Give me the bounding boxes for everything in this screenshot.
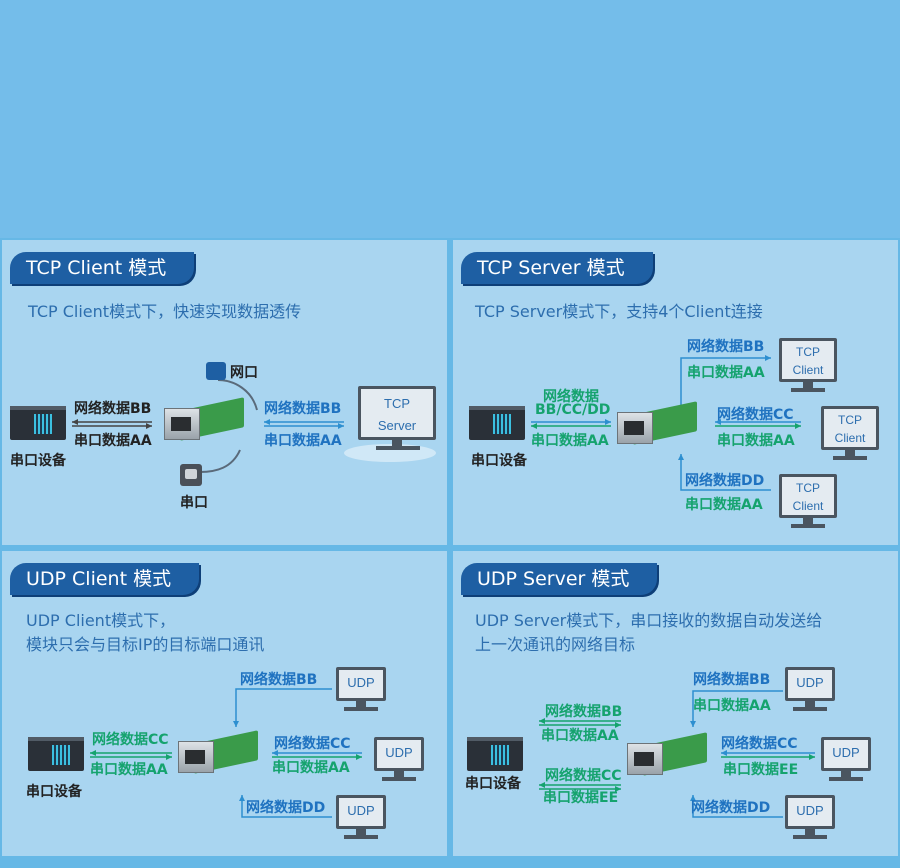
client2-serial-label: 串口数据AA <box>717 433 795 449</box>
panel-title: TCP Client 模式 <box>10 252 195 284</box>
left-serial-label-2: 串口数据EE <box>543 790 619 806</box>
net-data-label: 网络数据BB <box>74 401 152 417</box>
udp-monitor-3-icon: UDP <box>785 795 843 853</box>
udp-monitor-1-icon: UDP <box>785 667 843 725</box>
client-label-2: Client <box>834 431 866 445</box>
serial-device-label: 串口设备 <box>471 453 527 469</box>
left-net-label-2: BB/CC/DD <box>535 402 611 418</box>
panel-description-line1: UDP Client模式下， <box>26 611 176 630</box>
udp-label: UDP <box>385 745 413 760</box>
udp-monitor-3-icon: UDP <box>336 795 394 853</box>
client-label-2: Client <box>792 499 824 513</box>
left-net-label-1: 网络数据BB <box>545 704 623 720</box>
mid-net-label: 网络数据CC <box>721 736 798 752</box>
network-port-icon <box>206 362 226 380</box>
left-net-label-1: 网络数据 <box>543 389 599 405</box>
client3-net-label: 网络数据DD <box>685 473 765 489</box>
arrows-layer <box>90 688 362 818</box>
panel-title: TCP Server 模式 <box>461 252 653 284</box>
serial-device-icon <box>469 406 525 440</box>
udp-label: UDP <box>796 675 824 690</box>
left-net-label: 网络数据CC <box>92 732 169 748</box>
tcp-server-monitor-icon: TCP Server <box>358 386 438 456</box>
header-banner <box>0 0 900 238</box>
client3-serial-label: 串口数据AA <box>685 497 763 513</box>
udp-label: UDP <box>796 803 824 818</box>
net-data-right-label: 网络数据BB <box>264 401 342 417</box>
serial-port-label: 串口 <box>180 495 208 511</box>
module-board-icon <box>627 732 707 777</box>
panel-tcp-server: TCP Server 模式 TCP Server模式下，支持4个Client连接… <box>453 240 898 545</box>
mid-serial-label: 串口数据AA <box>272 760 350 776</box>
server-label-1: TCP <box>384 396 410 411</box>
panel-title: UDP Server 模式 <box>461 563 658 595</box>
left-serial-label-1: 串口数据AA <box>541 728 619 744</box>
mid-serial-label: 串口数据EE <box>723 762 799 778</box>
serial-device-label: 串口设备 <box>10 453 66 469</box>
serial-device-label: 串口设备 <box>26 784 82 800</box>
panel-description: TCP Server模式下，支持4个Client连接 <box>475 302 763 321</box>
udp-monitor-2-icon: UDP <box>374 737 432 795</box>
udp-monitor-1-icon: UDP <box>336 667 394 725</box>
top-net-label: 网络数据BB <box>240 672 318 688</box>
serial-device-label: 串口设备 <box>465 776 521 792</box>
tcp-client-monitor-1-icon: TCP Client <box>779 338 837 396</box>
serial-device-icon <box>28 737 84 771</box>
left-serial-label: 串口数据AA <box>531 433 609 449</box>
panel-title: UDP Client 模式 <box>10 563 200 595</box>
client-label-1: TCP <box>838 413 862 427</box>
serial-device-icon <box>467 737 523 771</box>
panel-description-line2: 上一次通讯的网络目标 <box>475 635 636 654</box>
client-label-1: TCP <box>796 345 820 359</box>
module-board-icon <box>164 397 244 442</box>
udp-label: UDP <box>832 745 860 760</box>
client1-net-label: 网络数据BB <box>687 339 765 355</box>
client-label-1: TCP <box>796 481 820 495</box>
server-label-2: Server <box>377 418 417 433</box>
serial-device-icon <box>10 406 66 440</box>
bottom-net-label: 网络数据DD <box>246 800 326 816</box>
tcp-client-monitor-2-icon: TCP Client <box>821 406 879 464</box>
serial-data-right-label: 串口数据AA <box>264 433 342 449</box>
client-label-2: Client <box>792 363 824 377</box>
bottom-net-label: 网络数据DD <box>691 800 771 816</box>
serial-port-icon <box>180 464 202 486</box>
panel-udp-client: UDP Client 模式 UDP Client模式下， 模块只会与目标IP的目… <box>2 551 447 856</box>
arrows-layer <box>539 690 815 818</box>
panel-description-line1: UDP Server模式下，串口接收的数据自动发送给 <box>475 611 823 630</box>
module-board-icon <box>178 730 258 775</box>
serial-data-label: 串口数据AA <box>74 433 152 449</box>
mid-net-label: 网络数据CC <box>274 736 351 752</box>
tcp-client-monitor-3-icon: TCP Client <box>779 474 837 532</box>
client1-serial-label: 串口数据AA <box>687 365 765 381</box>
panel-udp-server: UDP Server 模式 UDP Server模式下，串口接收的数据自动发送给… <box>453 551 898 856</box>
udp-label: UDP <box>347 675 375 690</box>
panel-description: TCP Client模式下，快速实现数据透传 <box>28 302 302 321</box>
udp-monitor-2-icon: UDP <box>821 737 879 795</box>
top-net-label: 网络数据BB <box>693 672 771 688</box>
panel-description-line2: 模块只会与目标IP的目标端口通讯 <box>26 635 265 654</box>
network-port-label: 网口 <box>230 365 258 381</box>
arrows-layer <box>72 379 344 473</box>
left-net-label-2: 网络数据CC <box>545 768 622 784</box>
arrows-layer <box>531 355 801 491</box>
client2-net-label: 网络数据CC <box>717 407 794 423</box>
panel-tcp-client: TCP Client 模式 TCP Client模式下，快速实现数据透传 串口设… <box>2 240 447 545</box>
top-serial-label: 串口数据AA <box>693 698 771 714</box>
left-serial-label: 串口数据AA <box>90 762 168 778</box>
module-board-icon <box>617 401 697 446</box>
udp-label: UDP <box>347 803 375 818</box>
